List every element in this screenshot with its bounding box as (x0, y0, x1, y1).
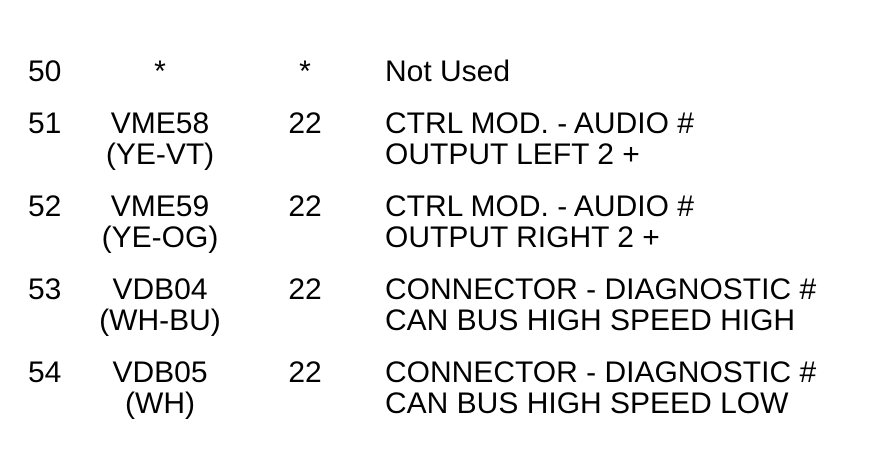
gauge-cell: * (225, 56, 385, 87)
table-row: 54 VDB05 (WH) 22 CONNECTOR - DIAGNOSTIC … (0, 357, 874, 419)
circuit-code: VDB05 (112, 356, 208, 389)
gauge-value: * (299, 55, 311, 88)
gauge-cell: 22 (225, 357, 385, 419)
pin-number: 51 (28, 107, 62, 140)
gauge-value: 22 (288, 273, 322, 306)
function-line-2: CAN BUS HIGH SPEED LOW (385, 387, 789, 420)
table-row: 53 VDB04 (WH-BU) 22 CONNECTOR - DIAGNOST… (0, 274, 874, 336)
circuit-code: VME58 (110, 107, 210, 140)
pin-number: 50 (28, 55, 62, 88)
pin-cell: 53 (0, 274, 95, 336)
circuit-color-code: (WH) (125, 387, 195, 420)
gauge-cell: 22 (225, 191, 385, 253)
function-line-1: CTRL MOD. - AUDIO # (385, 107, 694, 140)
circuit-cell: VME58 (YE-VT) (95, 108, 225, 170)
pin-number: 54 (28, 356, 62, 389)
gauge-cell: 22 (225, 108, 385, 170)
function-cell: CONNECTOR - DIAGNOSTIC # CAN BUS HIGH SP… (385, 357, 874, 419)
pin-cell: 50 (0, 56, 95, 87)
function-line-2: OUTPUT LEFT 2 + (385, 138, 640, 171)
circuit-code: VDB04 (112, 273, 208, 306)
function-cell: CTRL MOD. - AUDIO # OUTPUT RIGHT 2 + (385, 191, 874, 253)
gauge-value: 22 (288, 107, 322, 140)
pinout-table-body: 50 * * Not Used 51 VME58 (YE-VT) 22 CTRL… (0, 56, 874, 419)
circuit-color-code: (YE-VT) (105, 138, 215, 171)
gauge-value: 22 (288, 356, 322, 389)
circuit-cell: * (95, 56, 225, 87)
function-line-1: Not Used (385, 55, 511, 88)
pin-cell: 51 (0, 108, 95, 170)
table-row: 51 VME58 (YE-VT) 22 CTRL MOD. - AUDIO # … (0, 108, 874, 170)
table-row: 50 * * Not Used (0, 56, 874, 87)
circuit-cell: VME59 (YE-OG) (95, 191, 225, 253)
function-cell: Not Used (385, 56, 874, 87)
circuit-color-code: (WH-BU) (99, 304, 221, 337)
circuit-code: VME59 (110, 190, 210, 223)
pin-cell: 52 (0, 191, 95, 253)
pin-number: 52 (28, 190, 62, 223)
circuit-cell: VDB04 (WH-BU) (95, 274, 225, 336)
pin-number: 53 (28, 273, 62, 306)
gauge-value: 22 (288, 190, 322, 223)
circuit-color-code: (YE-OG) (101, 221, 219, 254)
function-line-1: CONNECTOR - DIAGNOSTIC # (385, 273, 817, 306)
function-cell: CTRL MOD. - AUDIO # OUTPUT LEFT 2 + (385, 108, 874, 170)
function-line-1: CTRL MOD. - AUDIO # (385, 190, 694, 223)
circuit-cell: VDB05 (WH) (95, 357, 225, 419)
table-row: 52 VME59 (YE-OG) 22 CTRL MOD. - AUDIO # … (0, 191, 874, 253)
pin-cell: 54 (0, 357, 95, 419)
function-cell: CONNECTOR - DIAGNOSTIC # CAN BUS HIGH SP… (385, 274, 874, 336)
circuit-code: * (154, 55, 166, 88)
function-line-1: CONNECTOR - DIAGNOSTIC # (385, 356, 817, 389)
gauge-cell: 22 (225, 274, 385, 336)
function-line-2: CAN BUS HIGH SPEED HIGH (385, 304, 796, 337)
function-line-2: OUTPUT RIGHT 2 + (385, 221, 660, 254)
